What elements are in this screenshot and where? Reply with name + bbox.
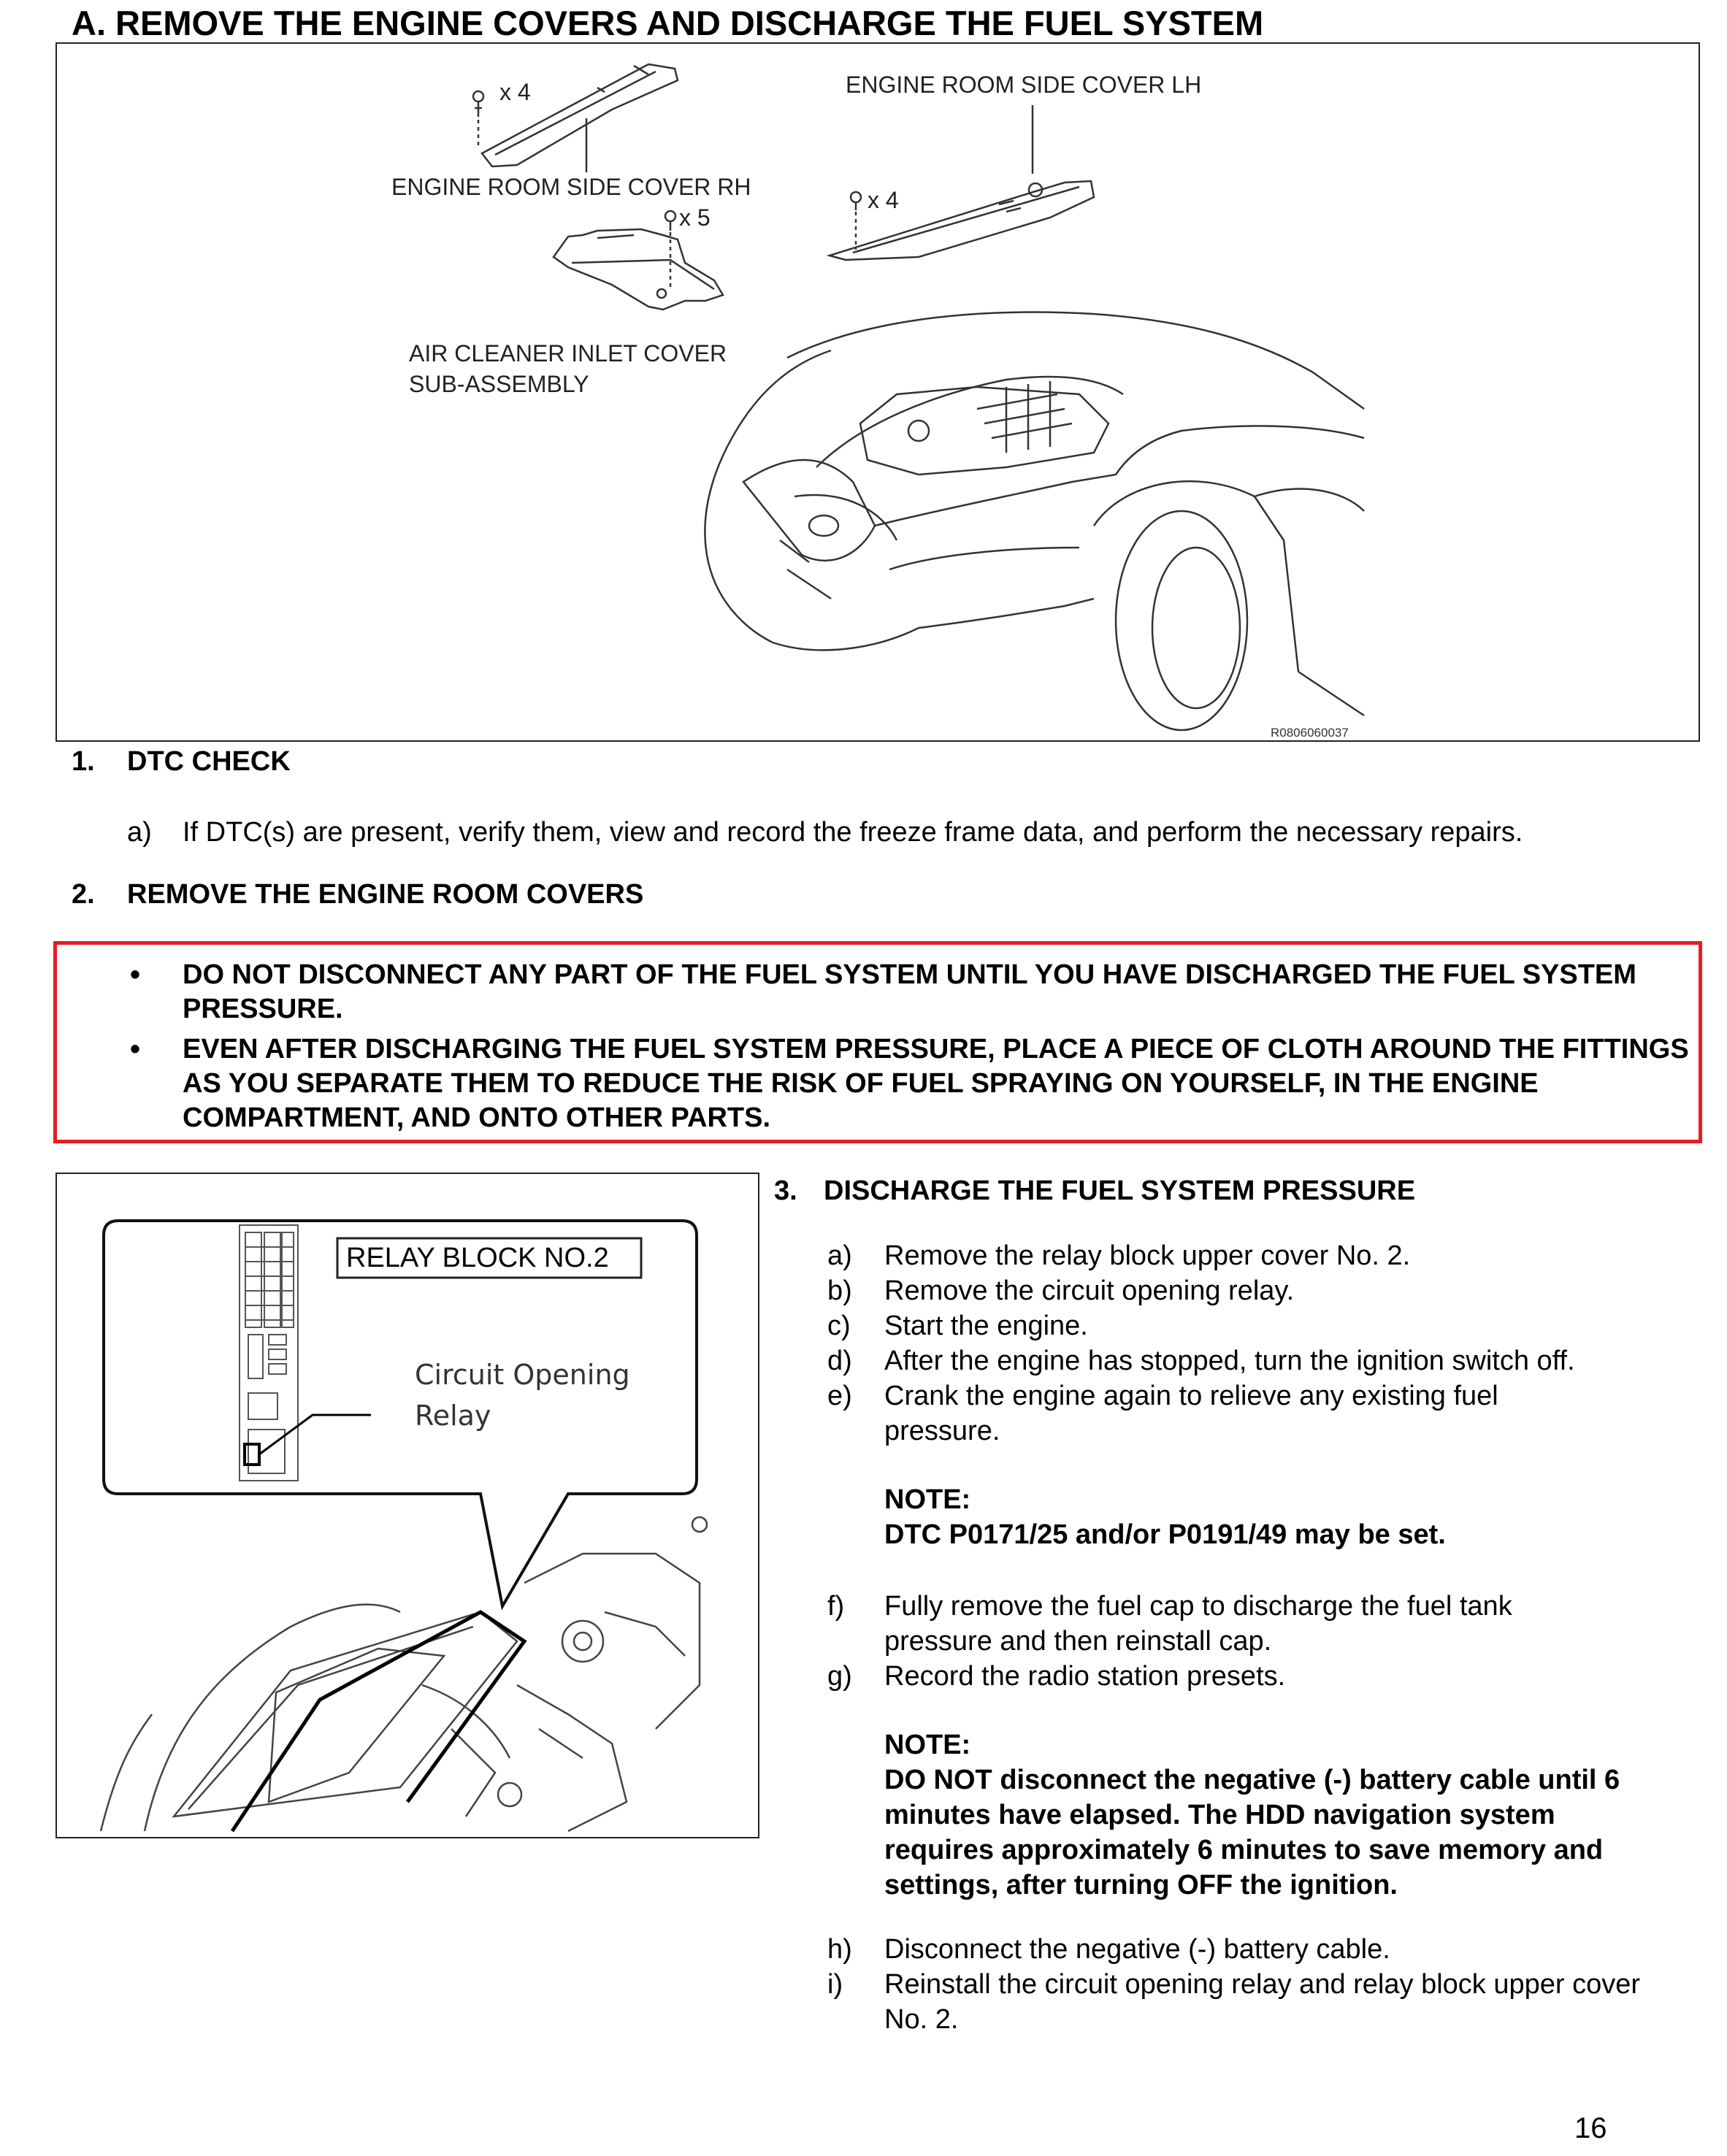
note-2: NOTE: DO NOT disconnect the negative (-)… (827, 1727, 1689, 1903)
warning-box: • DO NOT DISCONNECT ANY PART OF THE FUEL… (53, 941, 1702, 1143)
step-item: a)Remove the relay block upper cover No.… (827, 1240, 1411, 1271)
section-1-title: DTC CHECK (127, 746, 291, 777)
screw-count-rh: x 4 (499, 79, 531, 105)
relay-block-illustration (99, 1219, 708, 1833)
figure-ref-code: R0806060037 (1271, 726, 1349, 740)
label-air-cleaner-2: SUB-ASSEMBLY (409, 371, 589, 397)
engine-covers-figure: x 4 ENGINE ROOM SIDE COVER LH ENGINE ROO… (55, 42, 1700, 742)
warning-item: • DO NOT DISCONNECT ANY PART OF THE FUEL… (57, 958, 1669, 1027)
label-air-cleaner-1: AIR CLEANER INLET COVER (409, 340, 727, 367)
warning-text: DO NOT DISCONNECT ANY PART OF THE FUEL S… (183, 959, 1636, 1024)
step-item: g)Record the radio station presets. (827, 1661, 1286, 1692)
step-item: e)Crank the engine again to relieve any … (827, 1381, 1498, 1446)
step-item: f)Fully remove the fuel cap to discharge… (827, 1591, 1512, 1657)
steps-h-i: h)Disconnect the negative (-) battery ca… (827, 1932, 1689, 2037)
step-item: i)Reinstall the circuit opening relay an… (827, 1969, 1640, 2035)
step-item: b)Remove the circuit opening relay. (827, 1275, 1295, 1306)
circuit-opening-label-2: Relay (415, 1400, 491, 1432)
label-side-cover-lh: ENGINE ROOM SIDE COVER LH (846, 72, 1202, 98)
step-item: h)Disconnect the negative (-) battery ca… (827, 1934, 1390, 1965)
section-1-item-text: If DTC(s) are present, verify them, view… (183, 817, 1523, 848)
relay-block-figure: RELAY BLOCK NO.2 Circuit Opening Relay (55, 1173, 759, 1838)
section-1-number: 1. (72, 746, 95, 777)
section-1-item-letter: a) (127, 817, 152, 848)
steps-a-e: a)Remove the relay block upper cover No.… (827, 1238, 1689, 1449)
warning-text: EVEN AFTER DISCHARGING THE FUEL SYSTEM P… (183, 1034, 1689, 1133)
engine-covers-illustration (472, 63, 1365, 732)
step-item: d)After the engine has stopped, turn the… (827, 1346, 1575, 1376)
page-heading: A. REMOVE THE ENGINE COVERS AND DISCHARG… (72, 4, 1264, 42)
step-item: c)Start the engine. (827, 1311, 1088, 1341)
note-2-label: NOTE: (884, 1730, 971, 1760)
page-number: 16 (1574, 2112, 1607, 2144)
section-2-number: 2. (72, 879, 95, 910)
warning-item: • EVEN AFTER DISCHARGING THE FUEL SYSTEM… (57, 1032, 1703, 1135)
section-3-title: DISCHARGE THE FUEL SYSTEM PRESSURE (824, 1175, 1416, 1206)
note-1-label: NOTE: (884, 1484, 971, 1515)
screw-count-air: x 5 (679, 204, 711, 231)
bullet-icon: • (130, 1033, 141, 1065)
bullet-icon: • (130, 959, 141, 991)
section-3-number: 3. (774, 1175, 797, 1206)
screw-count-lh: x 4 (868, 187, 899, 213)
circuit-opening-label-1: Circuit Opening (415, 1359, 630, 1391)
section-2-title: REMOVE THE ENGINE ROOM COVERS (127, 879, 644, 910)
steps-f-g: f)Fully remove the fuel cap to discharge… (827, 1589, 1689, 1694)
note-1-text: DTC P0171/25 and/or P0191/49 may be set. (884, 1519, 1446, 1550)
note-2-text: DO NOT disconnect the negative (-) batte… (884, 1765, 1620, 1900)
note-1: NOTE: DTC P0171/25 and/or P0191/49 may b… (827, 1482, 1689, 1552)
label-side-cover-rh: ENGINE ROOM SIDE COVER RH (391, 174, 751, 200)
relay-block-label: RELAY BLOCK NO.2 (346, 1243, 609, 1273)
